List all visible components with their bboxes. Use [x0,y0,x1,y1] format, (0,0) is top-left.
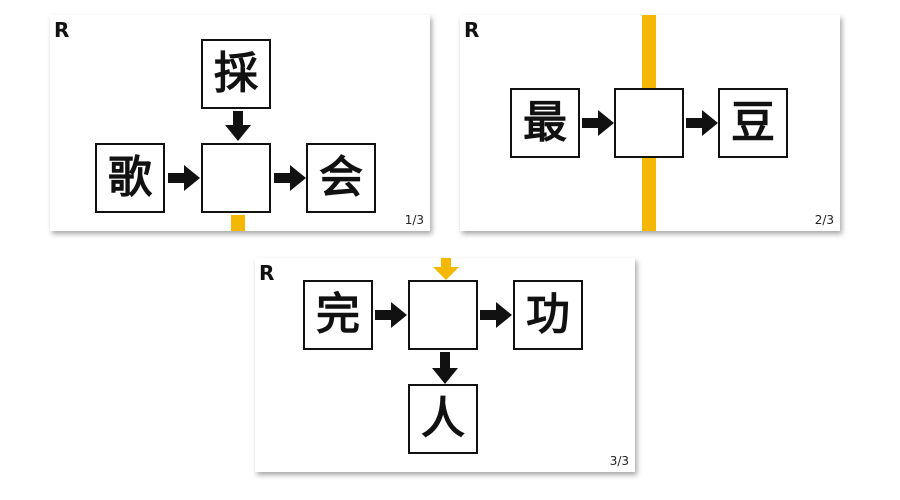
hint-bar [231,215,245,231]
left-kanji-box: 完 [303,280,373,350]
left-kanji-box: 歌 [95,143,165,213]
top-kanji-box: 採 [201,39,271,109]
corner-label: R [464,18,480,42]
arrow-down-icon [432,352,458,384]
arrow-right-icon [274,165,306,191]
right-kanji-box: 功 [513,280,583,350]
arrow-right-icon [375,302,407,328]
right-kanji-box: 豆 [718,88,788,158]
left-kanji-box: 最 [510,88,580,158]
corner-label: R [259,261,275,285]
puzzle-card-2: R 最 豆 2/3 [460,15,840,231]
corner-label: R [54,18,70,42]
page-counter: 1/3 [404,213,424,227]
page-counter: 2/3 [814,213,834,227]
page-counter: 3/3 [609,454,629,468]
answer-box[interactable] [408,280,478,350]
bottom-kanji-box: 人 [408,384,478,454]
puzzle-card-3: R 完 功 人 3/3 [255,258,635,472]
arrow-right-icon [480,302,512,328]
arrow-right-icon [168,165,200,191]
arrow-right-icon [582,110,614,136]
answer-box[interactable] [201,143,271,213]
arrow-right-icon [686,110,718,136]
right-kanji-box: 会 [306,143,376,213]
arrow-down-icon [225,111,251,141]
puzzle-card-1: R 採 歌 会 1/3 [50,15,430,231]
answer-box[interactable] [614,88,684,158]
hint-arrow-down-icon [433,258,459,280]
